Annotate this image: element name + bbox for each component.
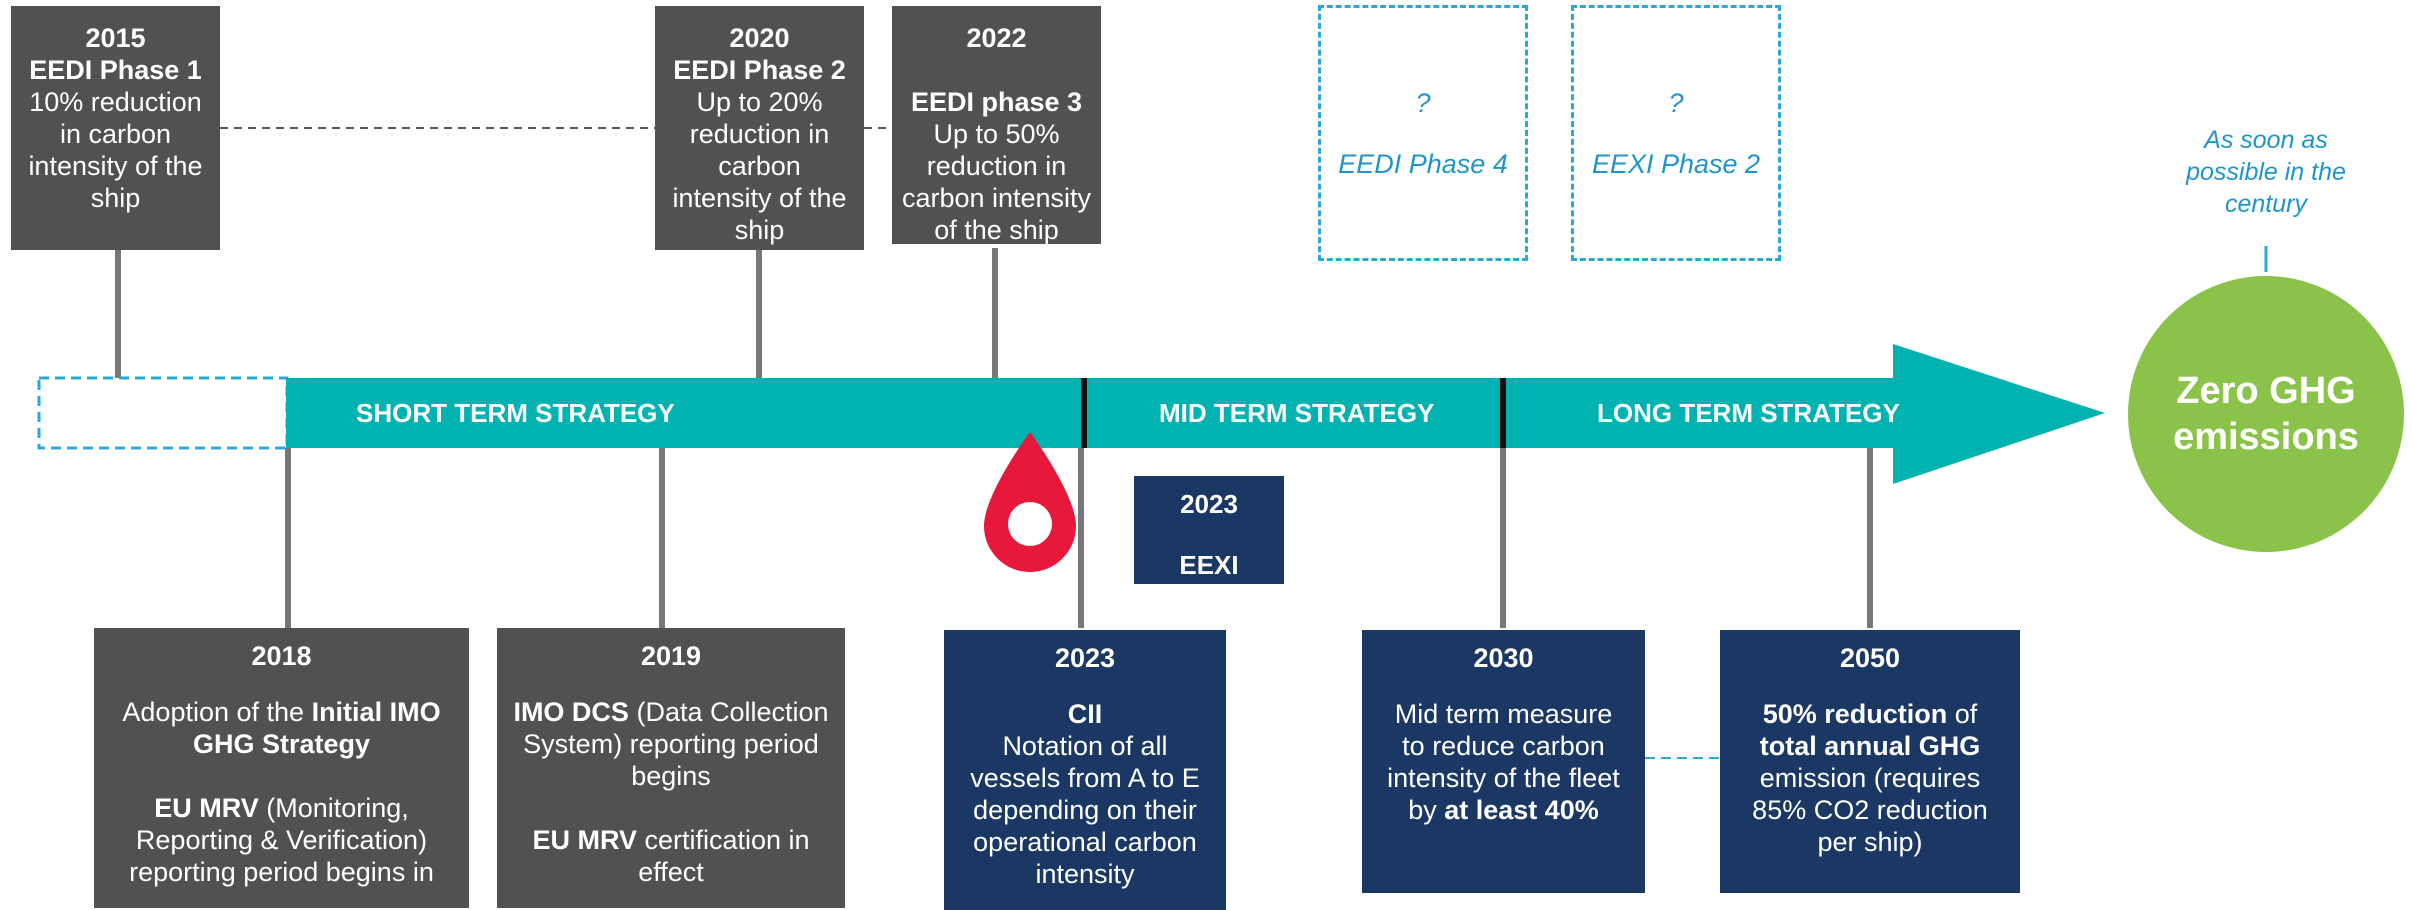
event-description: Up to 20% reduction in carbon intensity … [672,87,847,245]
timeline-arrow-body [286,344,2105,484]
event-2019-para-2: EU MRV certification in effect [497,824,845,888]
future-label: EEDI Phase 4 [1338,149,1508,179]
event-2019-para-1: IMO DCS (Data Collection System) reporti… [497,696,845,792]
text-run: (Data Collection System) reporting perio… [523,697,829,791]
goal-note: As soon as possible in the century [2186,126,2346,218]
stem-2018 [285,448,291,628]
bold-run: 50% reduction [1762,699,1948,729]
event-2030-box: 2030 Mid term measure to reduce carbon i… [1362,630,1645,893]
event-2050-box: 2050 50% reduction of total annual GHG e… [1720,630,2020,893]
cii-title: CII [1067,699,1103,729]
stem-2019 [659,448,665,628]
eexi-label: EEXI [1179,550,1239,580]
event-year: 2019 [640,641,702,671]
text-run: Adoption of the [122,697,312,727]
text-run: (Monitoring, Reporting & Verification) r… [129,793,434,887]
stem-2030 [1500,448,1506,628]
eexi-2023-box: 2023 EEXI [1134,476,1284,584]
text-run: Mid term measure to reduce carbon intens… [1387,699,1620,825]
zero-ghg-label: Zero GHG emissions [2173,370,2359,458]
bold-run: EU MRV [532,825,637,855]
event-2023-cii-box: 2023 CII Notation of all vessels from A … [944,630,1226,910]
bold-run: total annual GHG [1759,731,1981,761]
timeline-past-dashed-segment [37,376,289,450]
zero-ghg-goal-circle: Zero GHG emissions [2128,276,2404,552]
future-eexi-phase2-box: ? EEXI Phase 2 [1571,5,1781,261]
event-phase: EEDI Phase 1 [29,55,202,85]
event-2022-box: 2022 EEDI phase 3 Up to 50% reduction in… [892,6,1101,245]
event-year: 2015 [85,23,146,53]
event-phase: EEDI phase 3 [910,87,1083,117]
event-2019-box: 2019 IMO DCS (Data Collection System) re… [497,628,845,908]
future-label: EEXI Phase 2 [1591,149,1761,179]
event-phase: EEDI Phase 2 [673,55,846,85]
event-description: Up to 50% reduction in carbon intensity … [901,119,1092,245]
timeline-divider-long [1500,378,1506,448]
event-2030-description: Mid term measure to reduce carbon intens… [1362,698,1645,826]
event-2050-description: 50% reduction of total annual GHG emissi… [1720,698,2020,858]
cii-description: Notation of all vessels from A to E depe… [970,731,1200,889]
event-year: 2050 [1839,643,1901,673]
event-2015-box: 2015 EEDI Phase 1 10% reduction in carbo… [11,6,220,250]
event-description: 10% reduction in carbon intensity of the… [28,87,203,213]
bold-run: IMO DCS [513,697,629,727]
stem-2022 [992,248,998,378]
bold-run: at least 40% [1444,795,1599,825]
timeline-divider-mid [1081,378,1087,448]
event-year: 2022 [966,23,1027,53]
eexi-year: 2023 [1180,489,1238,519]
text-run: of [1947,699,1978,729]
long-term-strategy-label: LONG TERM STRATEGY [1597,398,1900,428]
event-year: 2030 [1473,643,1534,673]
stem-2015 [115,248,121,378]
short-term-strategy-label: SHORT TERM STRATEGY [356,398,675,428]
stem-2020 [756,248,762,378]
event-2018-para-1: Adoption of the Initial IMO GHG Strategy [94,696,469,760]
event-2020-box: 2020 EEDI Phase 2 Up to 20% reduction in… [655,6,864,250]
stem-2023-cii [1078,448,1084,628]
unknown-year-mark: ? [1668,88,1684,118]
stem-2050 [1867,448,1873,628]
event-year: 2023 [1054,643,1116,673]
event-year: 2018 [251,641,312,671]
text-run: emission (requires 85% CO2 reduction per… [1752,763,1988,857]
mid-term-strategy-label: MID TERM STRATEGY [1159,398,1435,428]
event-year: 2020 [729,23,790,53]
event-2018-para-2: EU MRV (Monitoring, Reporting & Verifica… [94,792,469,888]
future-eedi-phase4-box: ? EEDI Phase 4 [1318,5,1528,261]
text-run: certification in effect [636,825,810,887]
event-2018-box: 2018 Adoption of the Initial IMO GHG Str… [94,628,469,908]
drop-icon [984,432,1076,572]
bold-run: Initial IMO GHG Strategy [192,697,441,759]
bold-run: EU MRV [154,793,259,823]
unknown-year-mark: ? [1415,88,1431,118]
